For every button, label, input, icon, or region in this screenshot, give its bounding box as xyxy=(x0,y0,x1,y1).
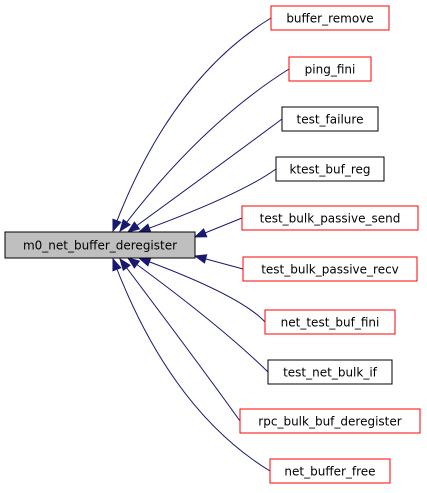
caller-node-box xyxy=(270,5,390,31)
call-edge xyxy=(119,68,290,232)
arrowhead xyxy=(137,257,152,267)
caller-node-label: test_failure xyxy=(297,113,364,127)
caller-nodes: buffer_remove ping_fini test_failure ktest_… xyxy=(239,5,421,484)
caller-node-label: test_bulk_passive_send xyxy=(260,212,401,226)
arrowhead xyxy=(119,257,131,272)
caller-node[interactable]: buffer_remove xyxy=(270,5,390,31)
caller-node-label: test_bulk_passive_recv xyxy=(261,263,399,277)
caller-node-box xyxy=(264,309,396,335)
caller-node-box xyxy=(239,408,421,434)
caller-node-label: net_test_buf_fini xyxy=(281,316,380,330)
arrowhead xyxy=(119,218,131,233)
arrowhead xyxy=(126,257,141,269)
caller-node-label: net_buffer_free xyxy=(284,465,375,479)
call-edge xyxy=(138,257,266,323)
center-node-label: m0_net_buffer_deregister xyxy=(23,239,177,253)
caller-node-box xyxy=(242,256,418,282)
caller-node-box xyxy=(275,156,385,182)
center-node-box xyxy=(4,231,196,259)
arrowhead xyxy=(137,223,152,233)
caller-node[interactable]: test_bulk_passive_send xyxy=(241,205,419,231)
caller-node-label: test_net_bulk_if xyxy=(283,366,378,380)
caller-node-box xyxy=(281,106,379,132)
caller-node[interactable]: test_net_bulk_if xyxy=(267,359,393,385)
caller-node-label: ping_fini xyxy=(305,63,356,77)
caller-node[interactable]: ktest_buf_reg xyxy=(275,156,385,182)
arrowhead xyxy=(193,228,208,238)
caller-node[interactable]: rpc_bulk_buf_deregister xyxy=(239,408,421,434)
arrowhead xyxy=(112,218,122,233)
call-edge xyxy=(127,257,269,373)
arrowhead xyxy=(193,254,208,264)
caller-node[interactable]: test_failure xyxy=(281,106,379,132)
caller-node[interactable]: test_bulk_passive_recv xyxy=(242,256,418,282)
caller-node-label: ktest_buf_reg xyxy=(289,163,370,177)
caller-node[interactable]: net_buffer_free xyxy=(269,458,391,484)
arrowhead xyxy=(112,257,122,272)
call-edge xyxy=(119,258,241,422)
call-edge xyxy=(138,168,277,233)
caller-node[interactable]: ping_fini xyxy=(288,56,372,82)
caller-node-box xyxy=(267,359,393,385)
caller-node-box xyxy=(241,205,419,231)
center-node[interactable]: m0_net_buffer_deregister xyxy=(4,231,196,259)
caller-node-box xyxy=(288,56,372,82)
call-edge xyxy=(112,258,271,472)
call-edge xyxy=(112,17,272,232)
call-edge xyxy=(127,118,283,233)
caller-node-label: buffer_remove xyxy=(286,12,373,26)
caller-node[interactable]: net_test_buf_fini xyxy=(264,309,396,335)
caller-node-box xyxy=(269,458,391,484)
caller-node-label: rpc_bulk_buf_deregister xyxy=(258,415,401,429)
arrowhead xyxy=(126,221,141,233)
